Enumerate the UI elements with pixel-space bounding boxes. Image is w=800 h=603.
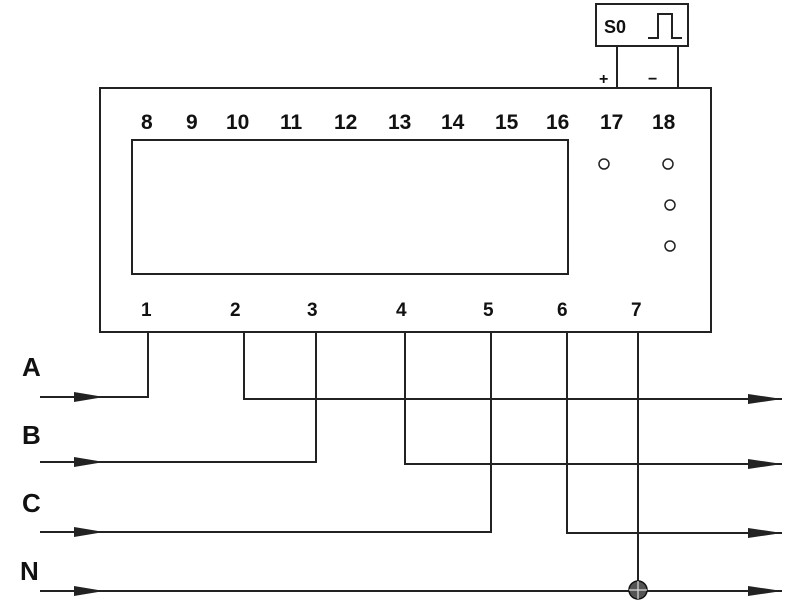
terminal-label-top: 8 bbox=[141, 111, 153, 134]
phase-label-b: B bbox=[22, 420, 41, 450]
meter-display bbox=[131, 139, 569, 275]
arrow-c-in bbox=[74, 527, 104, 537]
terminal-label-top: 14 bbox=[441, 111, 465, 134]
terminal-label-top: 16 bbox=[546, 111, 569, 134]
terminal-label-bottom: 7 bbox=[631, 300, 642, 321]
terminal-label-top: 17 bbox=[600, 111, 623, 134]
wire-a-in bbox=[40, 332, 149, 398]
terminal-label-top: 15 bbox=[495, 111, 519, 134]
terminal-label-top: 12 bbox=[334, 111, 357, 134]
phase-label-a: A bbox=[22, 352, 41, 382]
terminal-label-bottom: 6 bbox=[557, 300, 568, 321]
s0-minus-sign: − bbox=[648, 71, 657, 88]
terminal-label-top: 10 bbox=[226, 111, 249, 134]
terminal-label-bottom: 4 bbox=[396, 300, 407, 321]
terminal-label-bottom: 2 bbox=[230, 300, 241, 321]
terminal-label-bottom: 1 bbox=[141, 300, 152, 321]
wire-a-out bbox=[243, 332, 782, 400]
arrow-n-out bbox=[748, 586, 782, 596]
terminal-label-bottom: 5 bbox=[483, 300, 494, 321]
indicator-led bbox=[662, 158, 674, 170]
terminal-label-bottom: 3 bbox=[307, 300, 318, 321]
s0-label: S0 bbox=[604, 17, 626, 37]
s0-box bbox=[595, 3, 689, 47]
wire-b-out bbox=[404, 332, 782, 465]
arrow-a-in bbox=[74, 392, 104, 402]
terminal-label-top: 13 bbox=[388, 111, 411, 134]
s0-plus-sign: + bbox=[599, 71, 608, 88]
arrow-a-out bbox=[748, 394, 782, 404]
indicator-led bbox=[664, 240, 676, 252]
phase-label-c: C bbox=[22, 488, 41, 518]
arrow-n-in bbox=[74, 586, 104, 596]
indicator-led bbox=[598, 158, 610, 170]
wire-c-in bbox=[40, 332, 492, 533]
phase-label-n: N bbox=[20, 556, 39, 586]
arrow-c-out bbox=[748, 528, 782, 538]
wire-c-out bbox=[566, 332, 782, 534]
pulse-icon bbox=[648, 13, 682, 39]
terminal-label-top: 18 bbox=[652, 111, 676, 134]
indicator-led bbox=[664, 199, 676, 211]
terminal-label-top: 11 bbox=[280, 111, 303, 134]
terminal-label-top: 9 bbox=[186, 111, 198, 134]
arrow-b-out bbox=[748, 459, 782, 469]
arrow-b-in bbox=[74, 457, 104, 467]
wire-b-in bbox=[40, 332, 317, 463]
